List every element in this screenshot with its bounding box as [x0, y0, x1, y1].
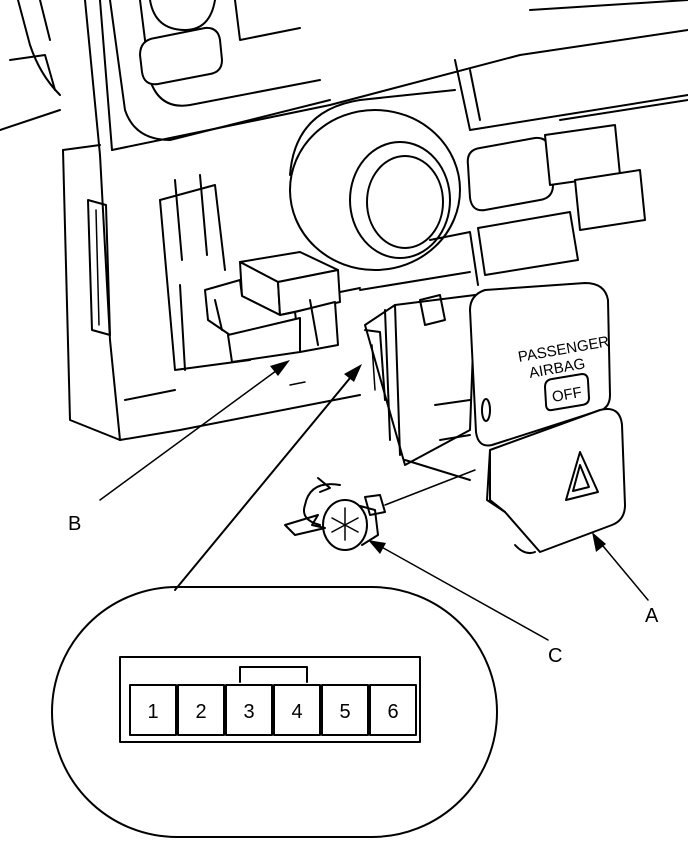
callout-frame — [51, 586, 498, 838]
airbag-switch-a: PASSENGER AIRBAG OFF — [364, 282, 626, 555]
pin-cell — [369, 684, 417, 736]
arrow-b-head — [270, 360, 290, 376]
pin-cell — [129, 684, 177, 736]
label-a: A — [645, 605, 659, 627]
pin-cell — [321, 684, 369, 736]
connector-face-outline — [119, 656, 421, 743]
leader-lines — [99, 360, 649, 641]
pin-cell — [273, 684, 321, 736]
pin-number: 6 — [387, 701, 398, 723]
connector-detail-callout: 1 2 3 4 5 6 — [51, 586, 498, 838]
connector-latch — [239, 666, 308, 683]
connector-b — [204, 251, 341, 363]
pin-number: 2 — [195, 701, 206, 723]
dashboard-panel — [0, 0, 688, 441]
arrow-a-head — [592, 532, 606, 552]
off-indicator-label: OFF — [551, 384, 583, 406]
screw-c — [284, 469, 476, 551]
pin-cell — [225, 684, 273, 736]
pin-number: 4 — [291, 701, 302, 723]
label-b: B — [68, 513, 81, 535]
pin-number: 1 — [147, 701, 158, 723]
pin-number: 3 — [243, 701, 254, 723]
pin-cell — [177, 684, 225, 736]
arrow-detail-head — [344, 364, 362, 382]
arrow-c-head — [368, 540, 386, 554]
pin-number: 5 — [339, 701, 350, 723]
label-c: C — [548, 645, 562, 667]
